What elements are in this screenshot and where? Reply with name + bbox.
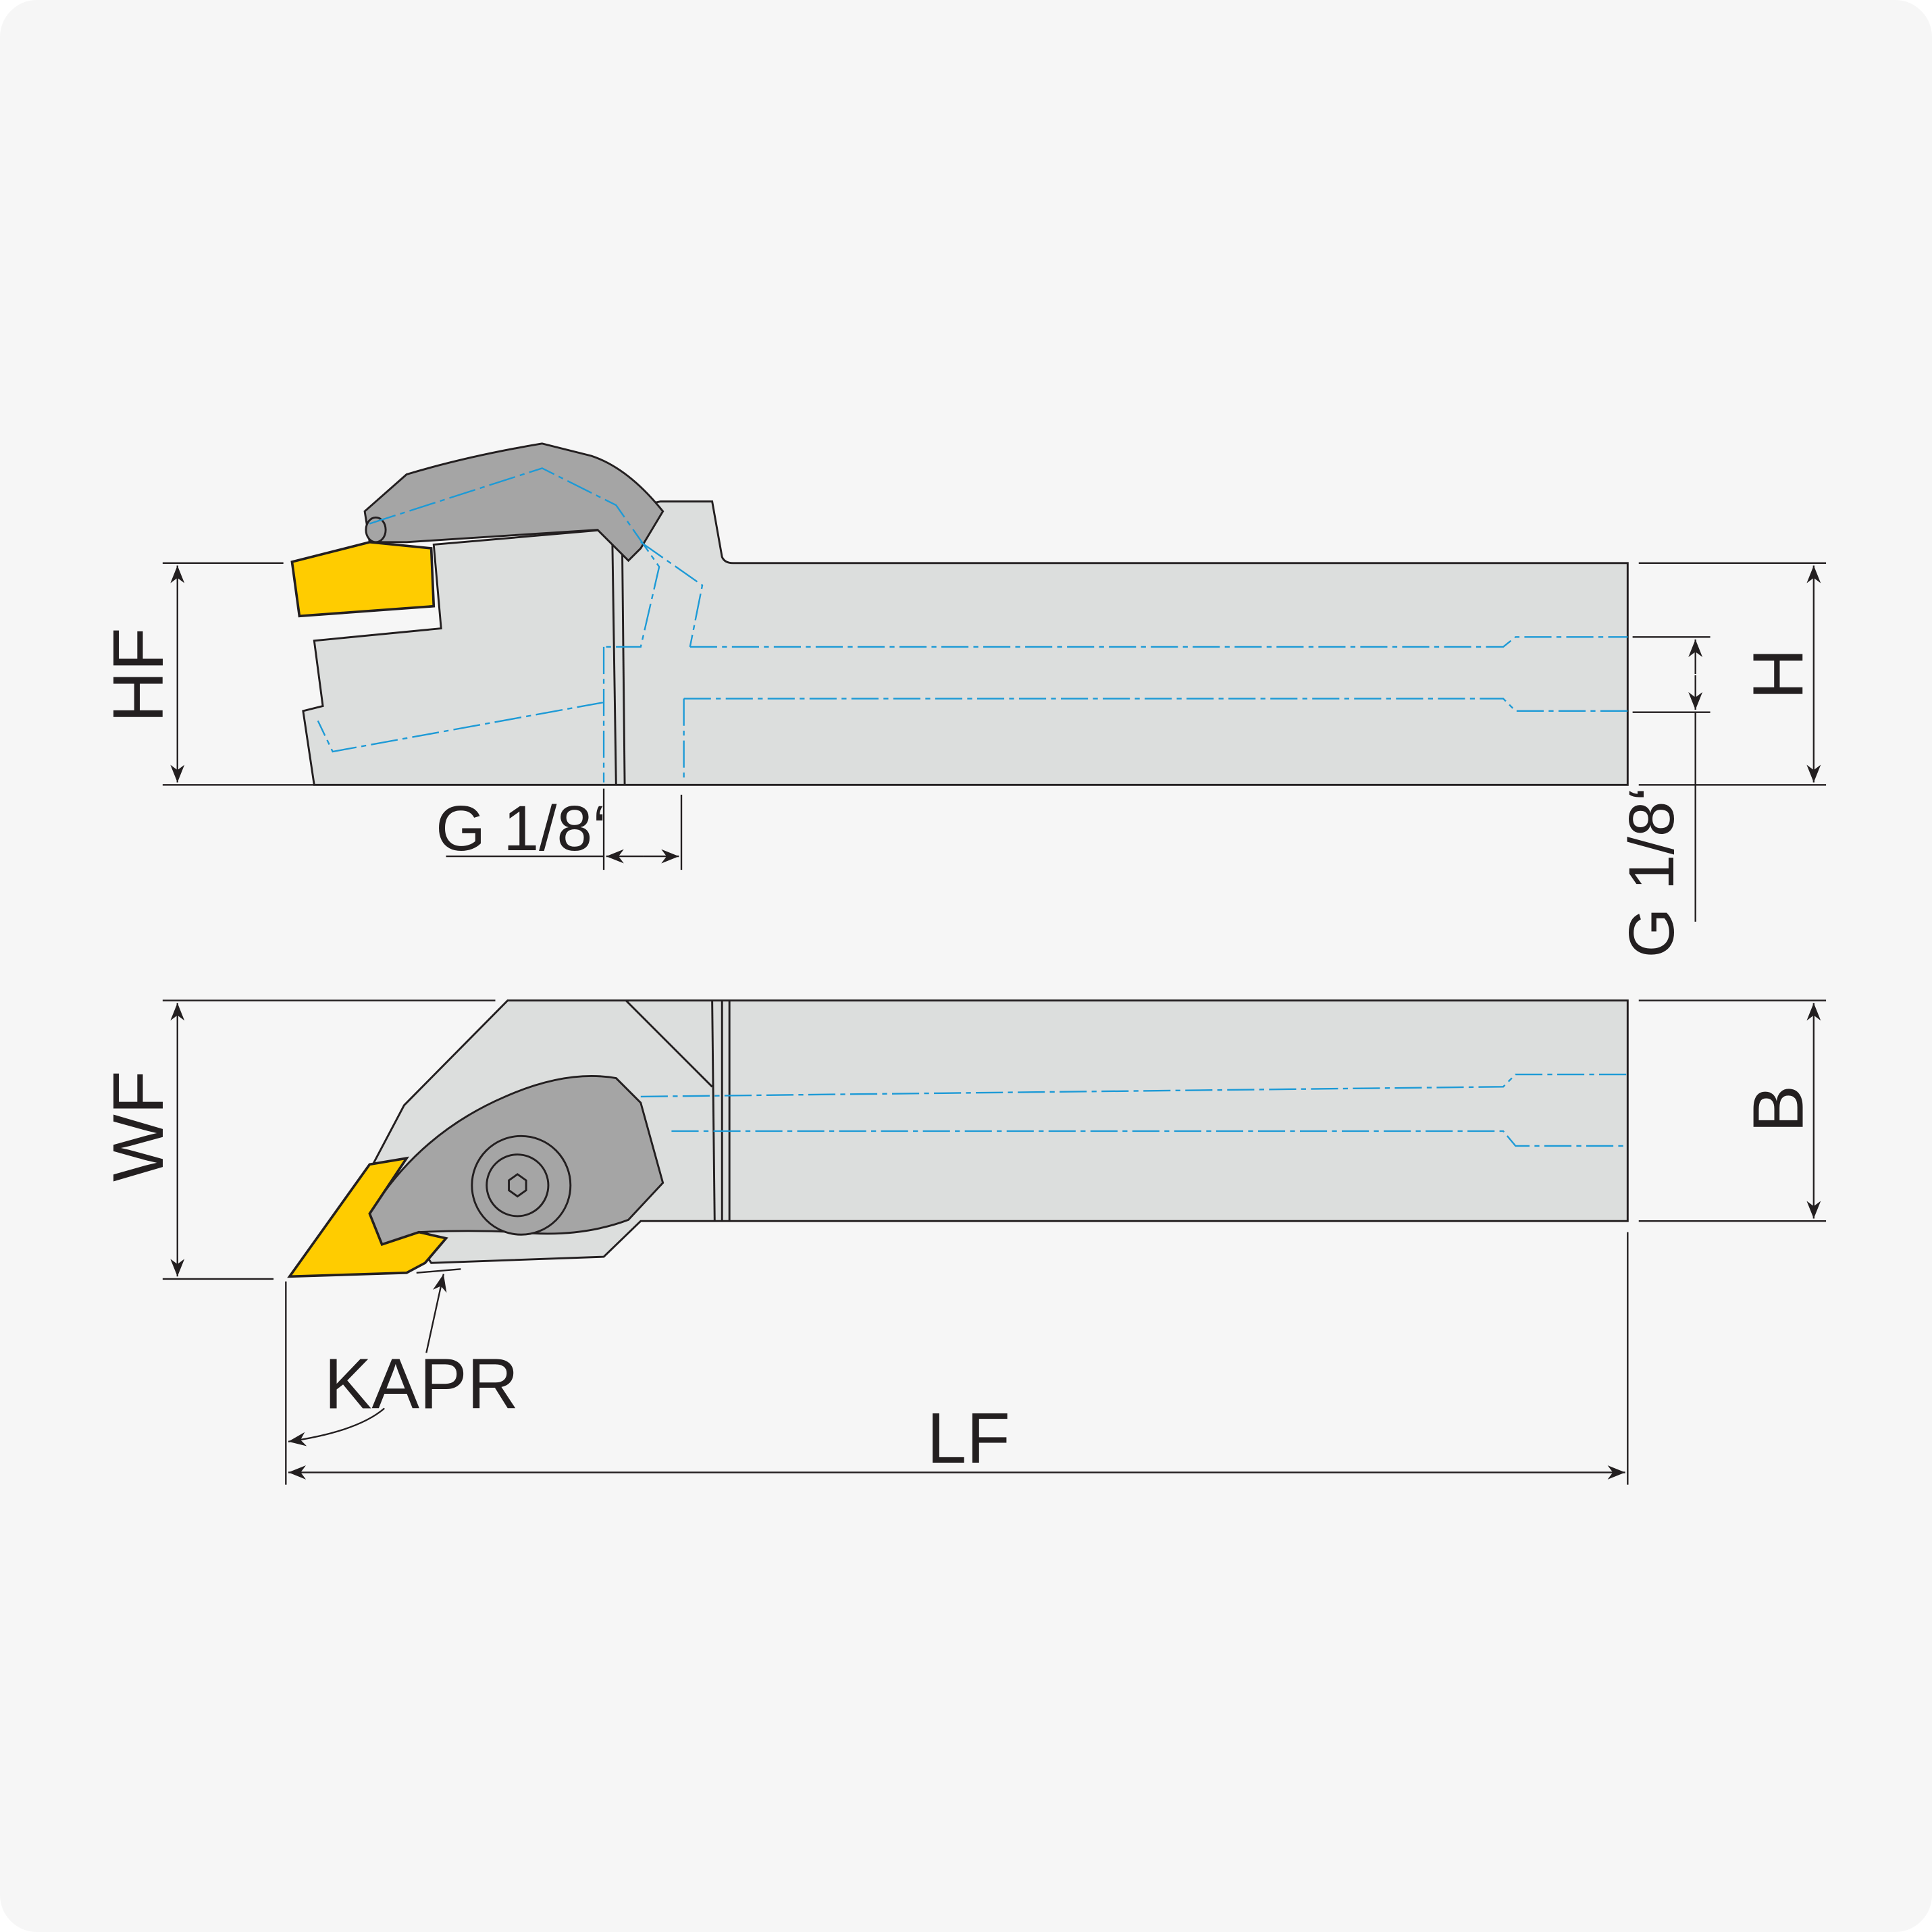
dimension-wf-label: WF	[99, 1070, 178, 1182]
dimension-lf-label: LF	[926, 1399, 1010, 1478]
dimensions: HF H G 1/8‘ G 1/8‘ WF B KAPR LF	[99, 562, 1827, 1485]
dimension-g-end-label: G 1/8‘	[1616, 787, 1688, 958]
insert-top	[287, 1156, 448, 1278]
insert-side	[290, 540, 436, 618]
shank-side	[302, 500, 1629, 786]
clamp-side	[363, 442, 664, 563]
dimension-hf-label: HF	[99, 627, 178, 723]
dimension-g-side-label: G 1/8‘	[436, 793, 606, 864]
top-view	[287, 999, 1629, 1278]
dimension-kapr-label: KAPR	[324, 1344, 519, 1424]
dimension-b-label: B	[1738, 1085, 1818, 1133]
side-view	[290, 442, 1629, 786]
dimension-h-label: H	[1738, 648, 1818, 700]
